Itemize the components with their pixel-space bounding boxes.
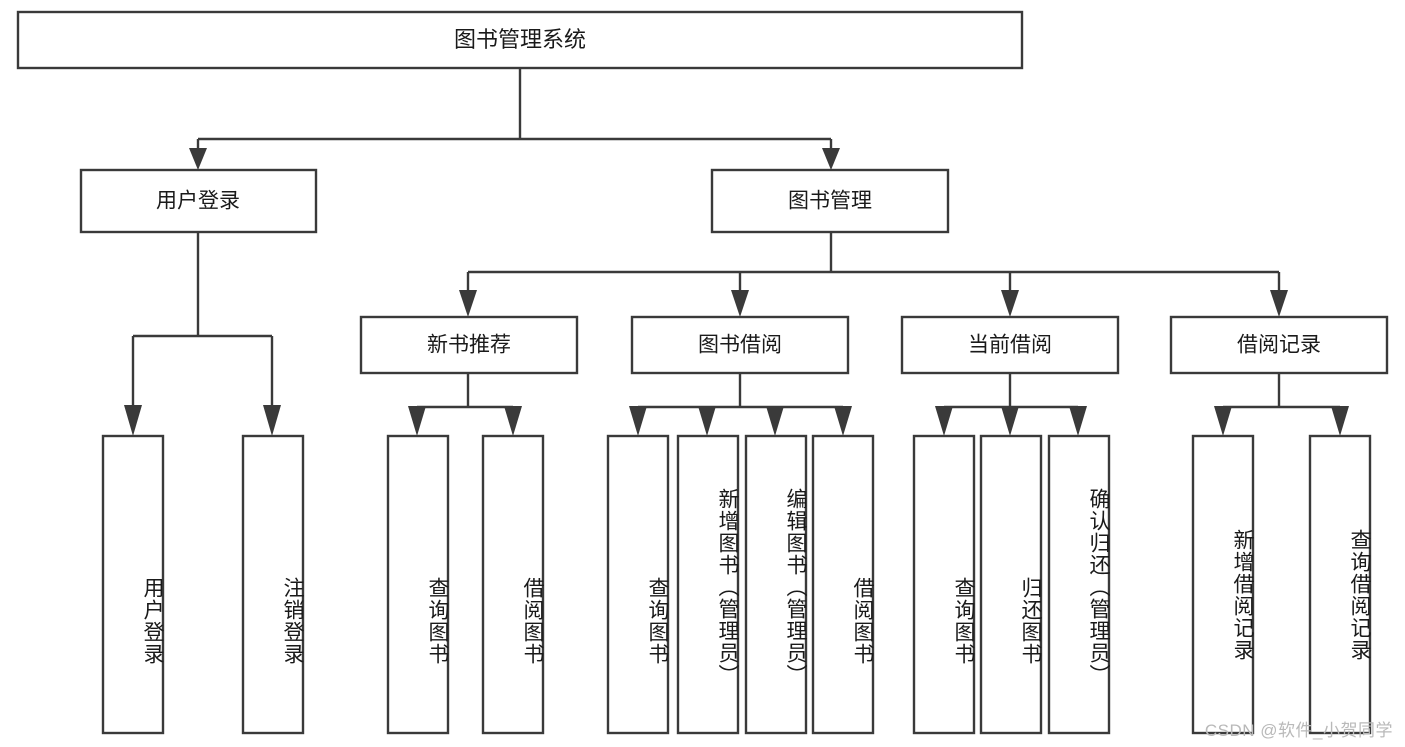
node-borrow-record-label: 借阅记录 bbox=[1237, 334, 1321, 357]
node-book-manage-box[interactable] bbox=[710, 168, 950, 234]
leaf-borrow-book-1-box[interactable] bbox=[481, 434, 545, 735]
node-book-borrow[interactable]: 图书借阅 bbox=[630, 315, 850, 375]
arrow-head-leaf-add-record bbox=[1214, 406, 1232, 436]
arrow-head-book-manage bbox=[822, 148, 840, 170]
node-user-login-box[interactable] bbox=[79, 168, 318, 234]
arrow-head-leaf-query-book-3 bbox=[935, 406, 953, 436]
leaf-return-book-box[interactable] bbox=[979, 434, 1043, 735]
arrow-head-leaf-logout bbox=[263, 405, 281, 436]
arrow-head-user-login bbox=[189, 148, 207, 170]
leaf-query-record-box[interactable] bbox=[1308, 434, 1372, 735]
node-borrow-record-box[interactable] bbox=[1169, 315, 1389, 375]
arrow-head-leaf-return-book bbox=[1001, 406, 1019, 436]
node-root[interactable]: 图书管理系统 bbox=[16, 10, 1024, 70]
leaf-add-book-box[interactable] bbox=[676, 434, 740, 735]
arrow-head-borrow-record bbox=[1270, 290, 1288, 317]
node-new-book-rec-box[interactable] bbox=[359, 315, 579, 375]
node-current-borrow-box[interactable] bbox=[900, 315, 1120, 375]
leaf-query-book-1-box[interactable] bbox=[386, 434, 450, 735]
node-user-login[interactable]: 用户登录 bbox=[79, 168, 318, 234]
arrow-head-leaf-edit-book bbox=[766, 406, 784, 436]
arrow-head-leaf-query-record bbox=[1331, 406, 1349, 436]
leaf-logout-box[interactable] bbox=[241, 434, 305, 735]
leaf-edit-book-box[interactable] bbox=[744, 434, 808, 735]
leaf-query-book-2-box[interactable] bbox=[606, 434, 670, 735]
node-borrow-record[interactable]: 借阅记录 bbox=[1169, 315, 1389, 375]
leaf-user-login-box[interactable] bbox=[101, 434, 165, 735]
leaf-layer bbox=[101, 434, 1372, 735]
arrow-head-leaf-confirm-return bbox=[1069, 406, 1087, 436]
node-current-borrow-label: 当前借阅 bbox=[968, 334, 1052, 357]
node-root-box[interactable] bbox=[16, 10, 1024, 70]
node-new-book-rec[interactable]: 新书推荐 bbox=[359, 315, 579, 375]
node-book-borrow-box[interactable] bbox=[630, 315, 850, 375]
leaf-add-record-box[interactable] bbox=[1191, 434, 1255, 735]
arrow-head-current-borrow bbox=[1001, 290, 1019, 317]
node-new-book-rec-label: 新书推荐 bbox=[427, 334, 511, 357]
arrow-head-leaf-query-book-1 bbox=[408, 406, 426, 436]
leaf-borrow-book-2-box[interactable] bbox=[811, 434, 875, 735]
leaf-query-book-3-box[interactable] bbox=[912, 434, 976, 735]
arrow-head-new-book-rec bbox=[459, 290, 477, 317]
arrow-head-leaf-query-book-2 bbox=[629, 406, 647, 436]
node-root-label: 图书管理系统 bbox=[454, 27, 586, 52]
node-book-manage[interactable]: 图书管理 bbox=[710, 168, 950, 234]
leaf-confirm-return-box[interactable] bbox=[1047, 434, 1111, 735]
arrow-head-book-borrow bbox=[731, 290, 749, 317]
connector-layer bbox=[124, 68, 1349, 436]
watermark-text: CSDN @软件_小贺同学 bbox=[1204, 721, 1393, 740]
node-book-manage-label: 图书管理 bbox=[788, 190, 872, 213]
node-current-borrow[interactable]: 当前借阅 bbox=[900, 315, 1120, 375]
node-user-login-label: 用户登录 bbox=[156, 190, 240, 213]
arrow-head-leaf-borrow-book-2 bbox=[834, 406, 852, 436]
arrow-head-leaf-user-login bbox=[124, 405, 142, 436]
arrow-head-leaf-borrow-book-1 bbox=[504, 406, 522, 436]
arrow-head-leaf-add-book bbox=[698, 406, 716, 436]
node-book-borrow-label: 图书借阅 bbox=[698, 334, 782, 357]
